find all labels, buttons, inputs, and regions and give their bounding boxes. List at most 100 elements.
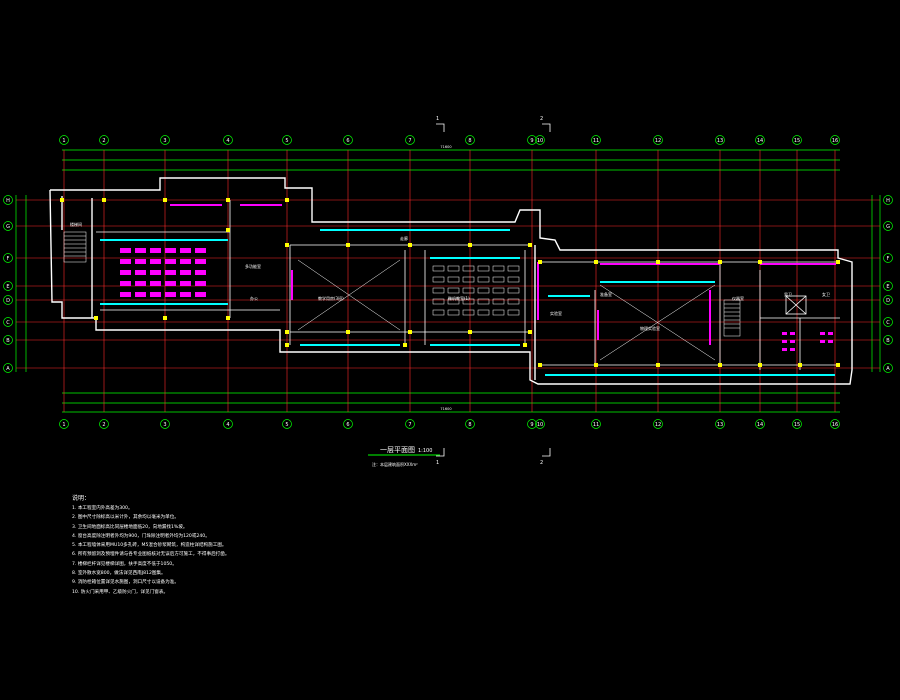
axis-bubble-1 <box>59 419 69 429</box>
axis-label-14: 14 <box>757 422 763 428</box>
column <box>285 343 289 347</box>
note-line: 1. 本工程室内外高差为300。 <box>72 506 133 511</box>
axis-label-C: C <box>6 320 10 326</box>
note-line: 10. 防火门采用甲、乙级防火门，详见门窗表。 <box>72 589 169 595</box>
axis-label-A: A <box>886 366 890 372</box>
axis-label-12: 12 <box>655 422 661 428</box>
column <box>468 330 472 334</box>
axis-bubble-H <box>3 195 13 205</box>
axis-bubble-A <box>3 363 13 373</box>
room-labels: 多功能室教学用房(3班)微机教室(1)实验室物理实验室准备室仪器室办公男卫女卫楼… <box>70 221 830 331</box>
axis-bubble-1 <box>59 135 69 145</box>
desk <box>432 287 445 294</box>
desk <box>135 292 146 297</box>
desk <box>195 270 206 275</box>
section-mark-2-top: 2 <box>540 116 543 122</box>
column <box>523 343 527 347</box>
axis-label-1: 1 <box>62 138 65 144</box>
desk <box>477 276 490 283</box>
desk <box>120 292 131 297</box>
axis-bubble-13 <box>715 135 725 145</box>
column <box>346 330 350 334</box>
axis-bubble-6 <box>343 135 353 145</box>
axis-label-3: 3 <box>163 422 166 428</box>
desk <box>180 259 191 264</box>
desk <box>447 309 460 316</box>
axis-label-13: 13 <box>717 422 723 428</box>
column <box>594 363 598 367</box>
axis-label-2: 2 <box>102 422 105 428</box>
column <box>346 243 350 247</box>
axis-label-6: 6 <box>346 422 349 428</box>
room-label: 走廊 <box>400 235 408 241</box>
classroom-desks <box>120 248 520 316</box>
axis-bubble-3 <box>160 135 170 145</box>
axis-label-8: 8 <box>468 138 471 144</box>
axis-bubble-4 <box>223 135 233 145</box>
axis-label-8: 8 <box>468 422 471 428</box>
column <box>538 363 542 367</box>
desk <box>150 259 161 264</box>
room-label: 实验室 <box>550 310 562 316</box>
axis-label-D: D <box>886 298 890 304</box>
room-label: 多功能室 <box>245 263 261 269</box>
column <box>285 330 289 334</box>
axis-label-15: 15 <box>794 422 800 428</box>
desk <box>432 276 445 283</box>
axis-label-16: 16 <box>832 422 838 428</box>
desk <box>150 281 161 286</box>
column <box>656 260 660 264</box>
desk <box>462 276 475 283</box>
desk <box>447 276 460 283</box>
axis-bubble-4 <box>223 419 233 429</box>
column <box>408 330 412 334</box>
desk <box>195 248 206 253</box>
column <box>403 343 407 347</box>
general-notes: 说明： 1. 本工程室内外高差为300。2. 图中尺寸除标高以米计外，其余均以毫… <box>72 494 492 597</box>
axis-bubble-10 <box>535 135 545 145</box>
column <box>758 260 762 264</box>
desk <box>447 298 460 305</box>
axis-bubble-D <box>3 295 13 305</box>
desk <box>165 281 176 286</box>
room-label: 女卫 <box>822 291 830 297</box>
total-dimension-top: 71600 <box>440 145 451 149</box>
doors <box>170 204 836 345</box>
axis-bubble-F <box>883 253 893 263</box>
desk <box>492 298 505 305</box>
toilet-box <box>785 295 807 315</box>
axis-label-H: H <box>6 198 10 204</box>
desk <box>180 270 191 275</box>
axis-bubble-11 <box>591 135 601 145</box>
axis-label-14: 14 <box>757 138 763 144</box>
axis-bubble-2 <box>99 135 109 145</box>
column <box>538 260 542 264</box>
axis-bubble-B <box>883 335 893 345</box>
room-label: 仪器室 <box>732 295 744 301</box>
axis-label-12: 12 <box>655 138 661 144</box>
section-mark-1-top: 1 <box>436 116 439 122</box>
desk <box>120 281 131 286</box>
axis-label-9: 9 <box>530 138 533 144</box>
windows <box>100 229 835 376</box>
drawing-note: 注：本层建筑面积XXXm² <box>372 461 418 467</box>
axis-label-3: 3 <box>163 138 166 144</box>
desk <box>507 276 520 283</box>
note-line: 8. 室外散水宽800，做法详见西南J812图集。 <box>72 571 166 577</box>
desk <box>507 287 520 294</box>
dimension-lines <box>15 149 881 413</box>
axis-label-F: F <box>7 256 10 262</box>
axis-bubble-14 <box>755 135 765 145</box>
column <box>226 198 230 202</box>
axis-label-B: B <box>886 338 890 344</box>
desk <box>507 265 520 272</box>
desk <box>150 248 161 253</box>
desk <box>195 281 206 286</box>
column <box>94 316 98 320</box>
axis-label-4: 4 <box>226 138 229 144</box>
column <box>798 363 802 367</box>
axis-bubble-2 <box>99 419 109 429</box>
desk <box>120 270 131 275</box>
axis-bubble-3 <box>160 419 170 429</box>
desk <box>135 270 146 275</box>
